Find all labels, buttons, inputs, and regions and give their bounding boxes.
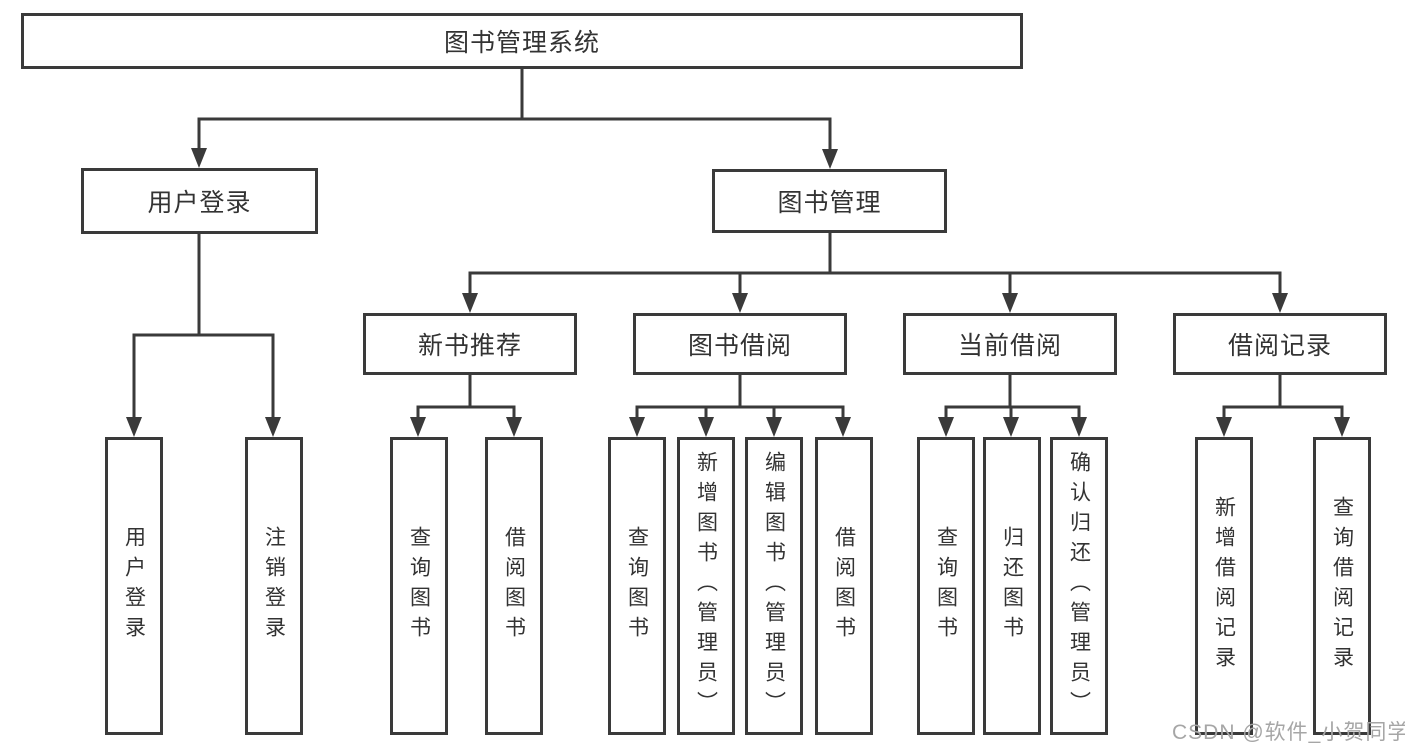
node-library-management-system: 图书管理系统 <box>21 13 1023 69</box>
leaf-label: 查询借阅记录 <box>1330 496 1354 676</box>
leaf-label: 新增借阅记录 <box>1212 496 1236 676</box>
node-book-management: 图书管理 <box>712 169 947 233</box>
leaf-label: 注销登录 <box>262 526 286 646</box>
leaf-query-books-recommend: 查询图书 <box>390 437 448 735</box>
node-label: 图书管理系统 <box>443 29 600 57</box>
csdn-watermark: CSDN @软件_小贺同学 <box>1172 721 1405 744</box>
node-label: 借阅记录 <box>1227 332 1332 360</box>
leaf-return-book: 归还图书 <box>983 437 1041 735</box>
leaf-confirm-return-admin: 确认归还（管理员） <box>1050 437 1108 735</box>
leaf-label: 借阅图书 <box>502 526 526 646</box>
leaf-borrow-books: 借阅图书 <box>815 437 873 735</box>
node-label: 新书推荐 <box>417 332 522 360</box>
leaf-label: 用户登录 <box>122 526 146 646</box>
node-label: 当前借阅 <box>957 332 1062 360</box>
leaf-borrow-books-recommend: 借阅图书 <box>485 437 543 735</box>
leaf-label: 确认归还（管理员） <box>1067 451 1091 721</box>
leaf-edit-book-admin: 编辑图书（管理员） <box>745 437 803 735</box>
leaf-label: 查询图书 <box>934 526 958 646</box>
node-label: 用户登录 <box>147 189 252 217</box>
leaf-label: 借阅图书 <box>832 526 856 646</box>
leaf-label: 查询图书 <box>407 526 431 646</box>
node-user-login: 用户登录 <box>81 168 318 234</box>
node-current-borrowing: 当前借阅 <box>903 313 1117 375</box>
leaf-query-books-borrow: 查询图书 <box>608 437 666 735</box>
leaf-query-borrow-record: 查询借阅记录 <box>1313 437 1371 735</box>
leaf-label: 新增图书（管理员） <box>694 451 718 721</box>
leaf-logout-login: 注销登录 <box>245 437 303 735</box>
node-label: 图书借阅 <box>687 332 792 360</box>
node-label: 图书管理 <box>777 189 882 217</box>
leaf-add-borrow-record: 新增借阅记录 <box>1195 437 1253 735</box>
leaf-label: 编辑图书（管理员） <box>762 451 786 721</box>
leaf-query-books-current: 查询图书 <box>917 437 975 735</box>
node-book-borrowing: 图书借阅 <box>633 313 847 375</box>
node-new-book-recommendation: 新书推荐 <box>363 313 577 375</box>
node-borrowing-records: 借阅记录 <box>1173 313 1387 375</box>
leaf-label: 归还图书 <box>1000 526 1024 646</box>
leaf-user-login: 用户登录 <box>105 437 163 735</box>
leaf-add-book-admin: 新增图书（管理员） <box>677 437 735 735</box>
leaf-label: 查询图书 <box>625 526 649 646</box>
